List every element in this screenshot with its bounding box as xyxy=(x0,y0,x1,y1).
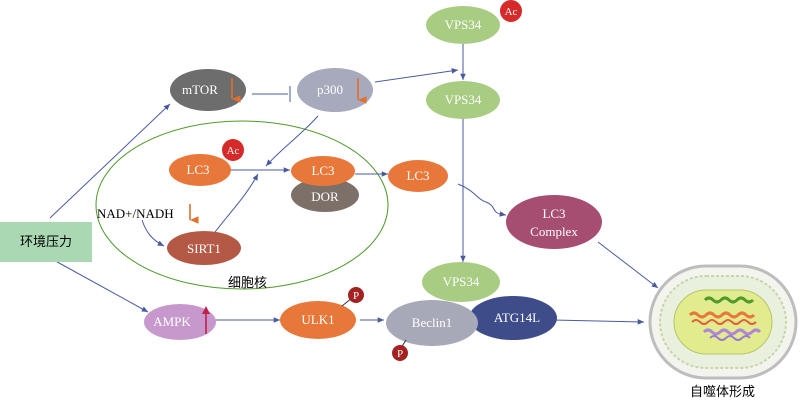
nucleus-boundary xyxy=(95,120,389,290)
vps34-acetylated-label: VPS34 xyxy=(445,17,482,32)
nad-nadh-label: NAD+/NADH xyxy=(97,206,174,221)
vps34-node xyxy=(426,81,500,119)
vps34-acetylated-node xyxy=(426,6,500,44)
phospho-badge-ulk1-label: P xyxy=(353,290,359,302)
atg14l-label: ATG14L xyxy=(494,310,540,325)
ulk1-label: ULK1 xyxy=(301,312,334,327)
ulk1-node xyxy=(280,301,356,339)
nucleus-label: 细胞核 xyxy=(228,276,267,291)
lc3-dor-node xyxy=(291,156,355,186)
dor-label: DOR xyxy=(311,189,339,204)
arrow-complex-to-autophagosome xyxy=(597,241,659,289)
beclin1-label: Beclin1 xyxy=(412,315,452,330)
arrow-stress-to-mtor xyxy=(49,103,171,219)
p300-label: p300 xyxy=(317,82,343,97)
autophagosome-icon xyxy=(648,264,798,380)
environmental-stress-label: 环境压力 xyxy=(20,235,72,250)
acetyl-badge-lc3-label: Ac xyxy=(227,145,240,157)
acetyl-badge-lc3 xyxy=(222,139,244,161)
sirt1-label: SIRT1 xyxy=(187,241,221,256)
dor-node xyxy=(291,178,359,212)
vps34-complex-node xyxy=(422,262,500,302)
lc3-dor-label: LC3 xyxy=(311,163,334,178)
autophagosome-formation-label: 自噬体形成 xyxy=(690,385,755,400)
atg14l-node xyxy=(469,296,557,340)
arrow-nad-to-sirt1 xyxy=(141,219,165,247)
lc3-complex-node xyxy=(506,195,602,249)
lc3-acetylated-label: LC3 xyxy=(186,162,209,177)
arrow-lc3-to-complex xyxy=(457,183,507,217)
mtor-node xyxy=(170,69,246,111)
acetyl-badge-vps34 xyxy=(500,0,522,22)
vps34-complex-label: VPS34 xyxy=(443,274,480,289)
arrow-sirt1-to-lc3 xyxy=(214,173,259,233)
ampk-label: AMPK xyxy=(153,314,191,329)
beclin1-node xyxy=(386,300,478,346)
arrow-p300-to-vps34-junction xyxy=(374,68,459,83)
lc3-acetylated-node xyxy=(169,154,231,186)
lc3-cytoplasm-node xyxy=(388,160,448,192)
arrow-stress-to-ampk xyxy=(49,257,149,313)
vps34-label: VPS34 xyxy=(445,92,482,107)
ampk-up-arrowhead-icon xyxy=(202,306,210,314)
environmental-stress-box xyxy=(0,222,92,262)
phospho-badge-beclin1-label: P xyxy=(397,348,403,360)
sirt1-node xyxy=(167,231,241,265)
phospho-badge-ulk1 xyxy=(348,287,364,303)
lc3-complex-label-line2: Complex xyxy=(530,224,578,239)
lc3-cytoplasm-label: LC3 xyxy=(406,168,429,183)
ampk-node xyxy=(144,304,216,340)
arrow-atg14l-to-autophagosome xyxy=(552,319,645,325)
acetyl-badge-vps34-label: Ac xyxy=(505,6,518,18)
mtor-label: mTOR xyxy=(182,82,218,97)
arrow-p300-to-lc3ac xyxy=(265,115,319,167)
pathway-arrows xyxy=(49,44,659,325)
p300-node xyxy=(297,68,373,112)
phospho-badge-beclin1 xyxy=(392,345,408,361)
lc3-complex-label-line1: LC3 xyxy=(542,206,565,221)
